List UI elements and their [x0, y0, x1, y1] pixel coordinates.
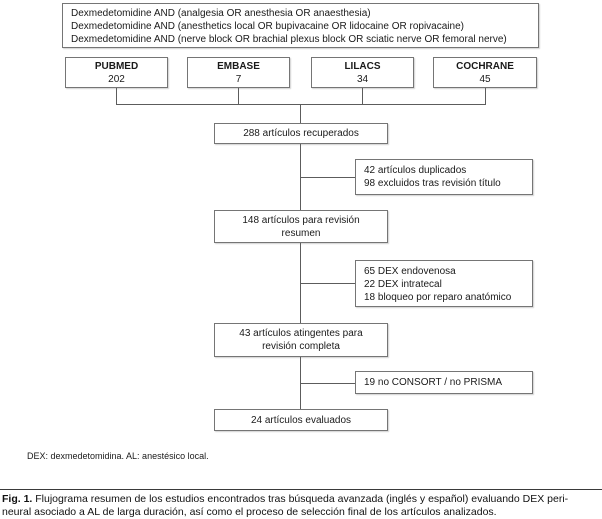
full-review-line-2: revisión completa	[262, 341, 340, 352]
caption-line-2: neural asociado a AL de larga duración, …	[2, 505, 497, 518]
connector-line	[485, 88, 486, 104]
connector-line	[116, 88, 117, 104]
db-name-lilacs: LILACS	[344, 61, 381, 72]
db-count-pubmed: 202	[108, 74, 125, 85]
db-name-cochrane: COCHRANE	[456, 61, 514, 72]
db-count-lilacs: 34	[356, 74, 369, 85]
caption-line-1: Fig. 1. Flujograma resumen de los estudi…	[2, 493, 600, 506]
full-review-line-1: 43 artículos atingentes para	[239, 328, 363, 339]
excluded-abstract-line-1: 65 DEX endovenosa	[364, 266, 456, 277]
db-box-pubmed: PUBMED 202	[65, 57, 168, 88]
excluded-reporting-label: 19 no CONSORT / no PRISMA	[364, 377, 503, 388]
connector-line	[300, 283, 355, 284]
connector-line	[238, 88, 239, 104]
flow-box-retrieved: 288 artículos recuperados	[214, 123, 388, 144]
abbreviations-footnote: DEX: dexmedetomidina. AL: anestésico loc…	[27, 451, 209, 461]
abstract-review-line-2: resumen	[281, 228, 321, 239]
connector-line	[300, 104, 301, 123]
db-name-pubmed: PUBMED	[94, 61, 139, 72]
abstract-review-line-1: 148 artículos para revisión	[242, 215, 360, 226]
flow-box-evaluated-label: 24 artículos evaluados	[250, 414, 352, 426]
figure-caption-label: Fig. 1.	[2, 493, 33, 505]
connector-line	[116, 104, 486, 105]
db-box-embase: EMBASE 7	[187, 57, 290, 88]
db-count-embase: 7	[235, 74, 242, 85]
flow-box-excluded-title: 42 artículos duplicados 98 excluidos tra…	[355, 159, 533, 195]
excluded-abstract-line-3: 18 bloqueo por reparo anatómico	[364, 292, 512, 303]
db-box-lilacs: LILACS 34	[311, 57, 414, 88]
figure-caption: Fig. 1. Flujograma resumen de los estudi…	[2, 493, 600, 518]
search-query-box: Dexmedetomidine AND (analgesia OR anesth…	[62, 3, 539, 48]
connector-line	[362, 88, 363, 104]
flow-box-full-review: 43 artículos atingentes para revisión co…	[214, 323, 388, 357]
excluded-title-line-2: 98 excluidos tras revisión título	[364, 178, 501, 189]
excluded-abstract-line-2: 22 DEX intratecal	[364, 279, 442, 290]
connector-line	[300, 177, 355, 178]
search-query-line-1: Dexmedetomidine AND (analgesia OR anesth…	[71, 8, 371, 19]
db-count-cochrane: 45	[479, 74, 491, 85]
caption-divider	[0, 489, 602, 490]
db-name-embase: EMBASE	[217, 61, 260, 72]
flow-box-excluded-abstract: 65 DEX endovenosa 22 DEX intratecal 18 b…	[355, 260, 533, 307]
search-query-line-3: Dexmedetomidine AND (nerve block OR brac…	[71, 34, 507, 45]
flow-box-excluded-reporting: 19 no CONSORT / no PRISMA	[355, 371, 533, 394]
excluded-title-line-1: 42 artículos duplicados	[364, 165, 467, 176]
flow-box-abstract-review: 148 artículos para revisión resumen	[214, 210, 388, 243]
db-box-cochrane: COCHRANE 45	[433, 57, 537, 88]
flow-box-retrieved-label: 288 artículos recuperados	[243, 128, 359, 139]
flow-box-evaluated: 24 artículos evaluados	[214, 409, 388, 431]
figure-caption-text-1: Flujograma resumen de los estudios encon…	[35, 493, 569, 505]
search-query-line-2: Dexmedetomidine AND (anesthetics local O…	[71, 21, 464, 32]
connector-line	[300, 383, 355, 384]
